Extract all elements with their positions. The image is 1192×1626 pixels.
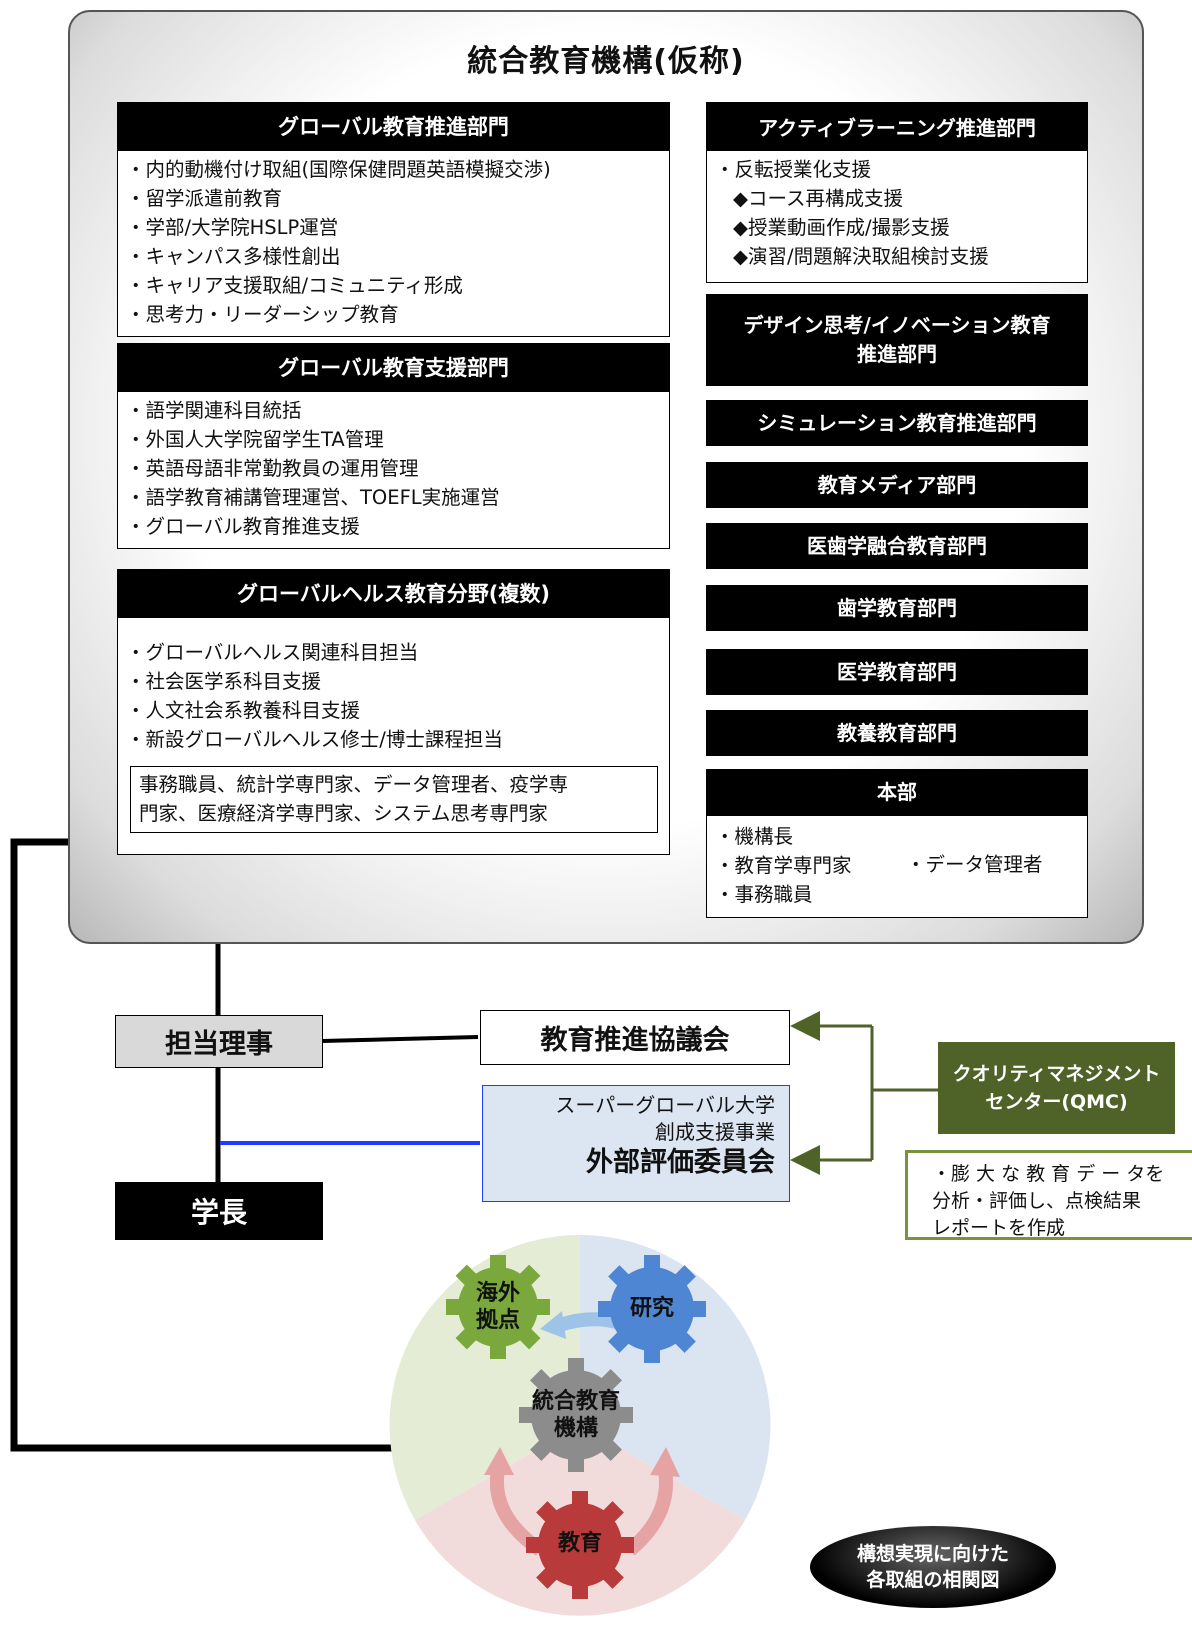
global-promo-list: ・内的動機付け取組(国際保健問題英語模擬交渉) ・留学派遣前教育 ・学部/大学院… [126, 155, 661, 329]
council-box: 教育推進協議会 [480, 1010, 790, 1065]
center-gear-icon [519, 1358, 633, 1472]
list-item: ・留学派遣前教育 [126, 187, 283, 210]
global-health-header: グローバルヘルス教育分野(複数) [117, 569, 670, 617]
gear-text: 機構 [553, 1416, 598, 1441]
director-box: 担当理事 [115, 1015, 323, 1068]
qmc-desc-line: レポートを作成 [932, 1217, 1066, 1239]
list-item: ・教育学専門家 [715, 854, 852, 877]
staff-line: 事務職員、統計学専門家、データ管理者、疫学専 [139, 773, 569, 796]
research-label: 研究 [629, 1296, 674, 1321]
list-item: ・社会医学系科目支援 [126, 670, 322, 693]
line-director-council [321, 1035, 479, 1043]
list-item: ・外国人大学院留学生TA管理 [126, 428, 384, 451]
overseas-label: 海外 拠点 [448, 1280, 548, 1334]
list-item: ・グローバル教育推進支援 [126, 515, 360, 538]
medical-dept: 医学教育部門 [706, 649, 1088, 695]
list-item: ・事務職員 [715, 883, 813, 906]
arrow-head [540, 1311, 566, 1339]
global-promo-header: グローバル教育推進部門 [117, 102, 670, 150]
sgu-title: 外部評価委員会 [586, 1147, 775, 1178]
list-item: ・人文社会系教養科目支援 [126, 699, 361, 722]
sgu-committee-box: スーパーグローバル大学 創成支援事業 外部評価委員会 [482, 1085, 790, 1202]
gear-diagram [389, 1234, 771, 1616]
list-item: ・グローバルヘルス関連科目担当 [126, 641, 419, 664]
list-item: ・新設グローバルヘルス修士/博士課程担当 [126, 728, 503, 751]
qmc-label: クオリティマネジメント [952, 1063, 1161, 1085]
list-item: ・思考力・リーダーシップ教育 [126, 303, 399, 326]
qmc-description: ・膨 大 な 教 育 デ ー タを 分析・評価し、点検結果 レポートを作成 [905, 1150, 1192, 1240]
list-item: ・反転授業化支援 [715, 158, 872, 181]
global-health-staff-box: 事務職員、統計学専門家、データ管理者、疫学専 門家、医療経済学専門家、システム思… [130, 766, 658, 833]
list-item: ・キャンパス多様性創出 [126, 245, 341, 268]
arrow-edu-right [625, 1468, 673, 1556]
med-dent-dept: 医歯学融合教育部門 [706, 523, 1088, 569]
list-item: ・英語母語非常勤教員の運用管理 [126, 457, 419, 480]
sgu-line: スーパーグローバル大学 [555, 1093, 775, 1117]
president-box: 学長 [115, 1182, 323, 1240]
hq-panel: ・機構長 ・教育学専門家 ・事務職員 [706, 815, 1088, 918]
arrow-head [650, 1447, 680, 1477]
list-item: ・語学関連科目統括 [126, 399, 302, 422]
education-gear-icon [526, 1491, 634, 1599]
hq-header: 本部 [706, 769, 1088, 815]
research-gear-icon [598, 1255, 706, 1363]
active-learning-panel: ・反転授業化支援 ◆コース再構成支援 ◆授業動画作成/撮影支援 ◆演習/問題解決… [706, 150, 1088, 283]
active-learning-list: ・反転授業化支援 ◆コース再構成支援 ◆授業動画作成/撮影支援 ◆演習/問題解決… [715, 155, 1079, 271]
global-support-header: グローバル教育支援部門 [117, 343, 670, 391]
gear-text: 海外 [475, 1281, 520, 1306]
hq-side-item: ・データ管理者 [906, 853, 1043, 876]
list-item: ・内的動機付け取組(国際保健問題英語模擬交渉) [126, 158, 551, 181]
global-support-list: ・語学関連科目統括 ・外国人大学院留学生TA管理 ・英語母語非常勤教員の運用管理… [126, 396, 661, 541]
sgu-line: 創成支援事業 [655, 1120, 775, 1144]
qmc-desc-line: 分析・評価し、点検結果 [932, 1190, 1142, 1212]
global-health-list: ・グローバルヘルス関連科目担当 ・社会医学系科目支援 ・人文社会系教養科目支援 … [126, 638, 661, 754]
list-item: ◆授業動画作成/撮影支援 [733, 216, 950, 239]
list-item: ・機構長 [715, 825, 794, 848]
line-org-to-gears [10, 838, 475, 1452]
simulation-dept: シミュレーション教育推進部門 [706, 400, 1088, 446]
list-item: ・キャリア支援取組/コミュニティ形成 [126, 274, 463, 297]
gear-text: 拠点 [475, 1308, 520, 1333]
hq-list: ・機構長 ・教育学専門家 ・事務職員 [715, 822, 1079, 909]
list-item: ◆コース再構成支援 [733, 187, 904, 210]
arrow-head [484, 1447, 514, 1475]
org-title: 統合教育機構(仮称) [467, 44, 745, 79]
qmc-label: センター(QMC) [985, 1091, 1128, 1113]
media-dept: 教育メディア部門 [706, 462, 1088, 508]
design-thinking-dept: デザイン思考/イノベーション教育 推進部門 [706, 294, 1088, 386]
list-item: ・学部/大学院HSLP運営 [126, 216, 339, 239]
badge-line: 各取組の相関図 [866, 1569, 1000, 1591]
list-item: ◆演習/問題解決取組検討支援 [733, 245, 989, 268]
liberal-dept: 教養教育部門 [706, 710, 1088, 756]
qmc-box: クオリティマネジメント センター(QMC) [938, 1042, 1175, 1134]
dental-dept: 歯学教育部門 [706, 585, 1088, 631]
badge-line: 構想実現に向けた [856, 1543, 1009, 1565]
education-label: 教育 [557, 1531, 602, 1556]
list-item: ・語学教育補講管理運営、TOEFL実施運営 [126, 486, 500, 509]
summary-badge: 構想実現に向けた 各取組の相関図 [810, 1526, 1056, 1608]
global-promo-panel: ・内的動機付け取組(国際保健問題英語模擬交渉) ・留学派遣前教育 ・学部/大学院… [117, 150, 670, 337]
dept-label: デザイン思考/イノベーション教育 [743, 313, 1051, 337]
global-support-panel: ・語学関連科目統括 ・外国人大学院留学生TA管理 ・英語母語非常勤教員の運用管理… [117, 391, 670, 549]
center-label: 統合教育 機構 [516, 1388, 636, 1442]
qmc-desc-line: ・膨 大 な 教 育 デ ー タを [932, 1163, 1165, 1185]
staff-line: 門家、医療経済学専門家、システム思考専門家 [139, 802, 548, 825]
gear-text: 統合教育 [531, 1389, 620, 1414]
active-learning-header: アクティブラーニング推進部門 [706, 102, 1088, 150]
dept-label: 推進部門 [857, 342, 937, 366]
